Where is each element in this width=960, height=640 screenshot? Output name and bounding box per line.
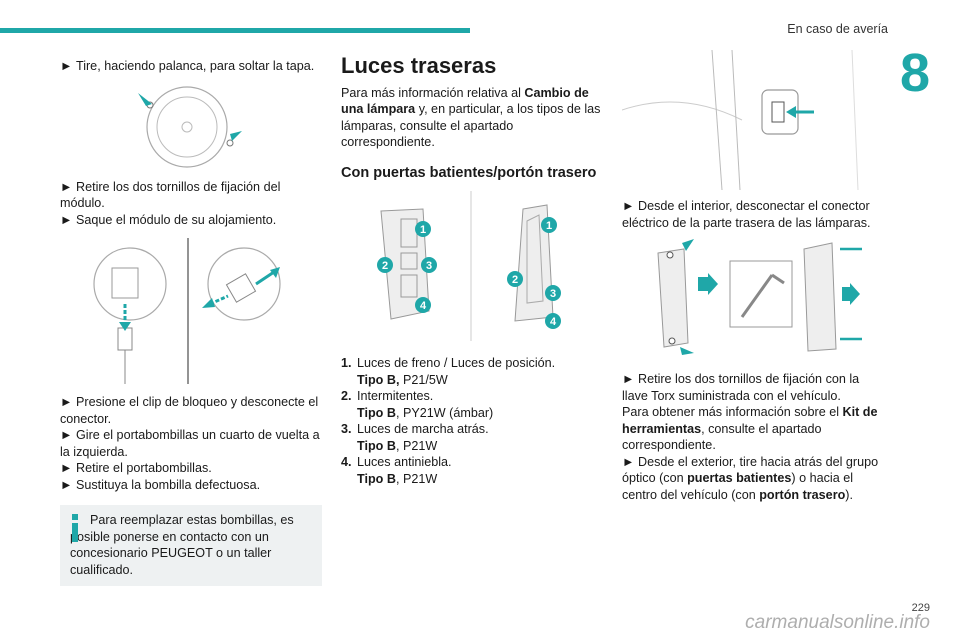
callout-4-right — [545, 313, 561, 329]
callout-3-right-label: 3 — [550, 288, 556, 300]
lamp-legend: 1. Luces de freno / Luces de posición. T… — [341, 355, 603, 487]
step-turn-bulb-holder: Gire el portabombillas un cuarto de vuel… — [60, 427, 322, 460]
callout-4-left-label: 4 — [420, 300, 427, 312]
step-pull-lamp-unit: Desde el exterior, tire hacia atrás del … — [622, 454, 884, 504]
callout-1-right — [541, 217, 557, 233]
step-remove-module: Saque el módulo de su alojamiento. — [60, 212, 322, 229]
step-disconnect-connector: Presione el clip de bloqueo y desconecte… — [60, 394, 322, 427]
step-replace-bulb: Sustituya la bombilla defectuosa. — [60, 477, 322, 494]
rear-lamp-positions-illustration: 1 2 3 4 1 2 3 4 — [377, 191, 561, 341]
legend-item: 3. Luces de marcha atrás. Tipo B, P21W — [341, 422, 489, 453]
subsection-heading: Con puertas batientes/portón trasero — [341, 164, 597, 181]
fog-lamp-module-illustration — [93, 238, 281, 384]
legend-item: 4. Luces antiniebla. Tipo B, P21W — [341, 455, 452, 486]
step-disconnect-electrical: Desde el interior, desconectar el conect… — [622, 198, 884, 231]
callout-2-right — [507, 271, 523, 287]
legend-item: 2. Intermitentes. Tipo B, PY21W (ámbar) — [341, 389, 494, 420]
header-accent-bar — [0, 28, 470, 33]
callout-4-right-label: 4 — [550, 316, 557, 328]
toolkit-reference: Para obtener más información sobre el Ki… — [622, 405, 878, 452]
callout-3-left — [421, 257, 437, 273]
info-icon — [71, 514, 79, 542]
watermark: carmanualsonline.info — [745, 612, 930, 633]
callout-4-left — [415, 297, 431, 313]
step-release-cover: Tire, haciendo palanca, para soltar la t… — [60, 58, 322, 75]
column-right: Desde el interior, desconectar el conect… — [622, 50, 884, 504]
step-remove-torx-screws: Retire los dos tornillos de fijación con… — [622, 371, 884, 404]
callout-1-right-label: 1 — [546, 220, 552, 232]
step-remove-screws: Retire los dos tornillos de fijación del… — [60, 179, 322, 212]
info-box: Para reemplazar estas bombillas, es posi… — [60, 505, 322, 586]
callout-3-right — [545, 285, 561, 301]
section-heading: Luces traseras — [341, 53, 497, 78]
info-text: Para reemplazar estas bombillas, es posi… — [70, 513, 294, 577]
callout-2-left-label: 2 — [382, 260, 388, 272]
step-remove-bulb-holder: Retire el portabombillas. — [60, 460, 322, 477]
chapter-number: 8 — [899, 43, 930, 103]
legend-item: 1. Luces de freno / Luces de posición. T… — [341, 356, 556, 387]
callout-2-right-label: 2 — [512, 274, 518, 286]
section-title: En caso de avería — [787, 22, 888, 36]
interior-connector-illustration — [622, 50, 859, 190]
page-number: 229 — [911, 602, 930, 614]
column-left: Tire, haciendo palanca, para soltar la t… — [60, 58, 322, 586]
callout-2-left — [377, 257, 393, 273]
column-middle: Luces traseras Para más información rela… — [341, 53, 603, 487]
callout-1-left-label: 1 — [420, 224, 426, 236]
callout-3-left-label: 3 — [426, 260, 432, 272]
rear-lamp-removal-illustration — [657, 239, 862, 355]
callout-1-left — [415, 221, 431, 237]
fog-lamp-cover-illustration — [138, 85, 242, 168]
intro-paragraph: Para más información relativa al Cambio … — [341, 85, 601, 150]
